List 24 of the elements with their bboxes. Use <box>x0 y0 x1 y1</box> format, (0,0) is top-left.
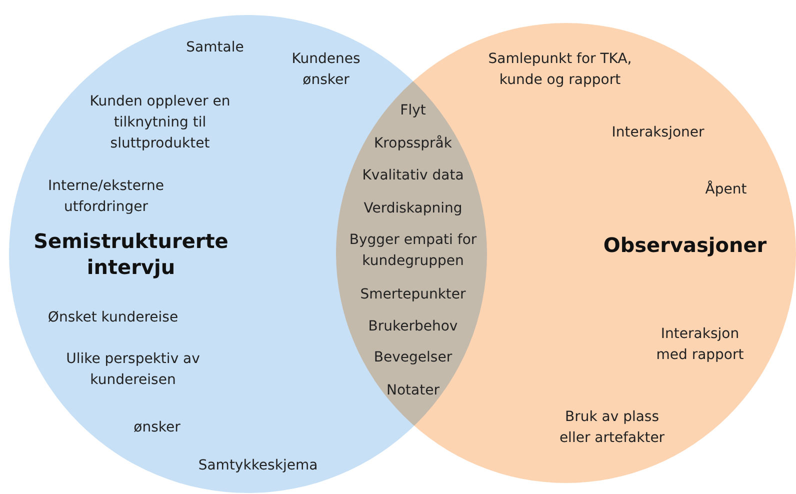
set-item: Bygger empati for kundegruppen <box>348 231 478 271</box>
set-item: Interaksjon med rapport <box>655 325 745 365</box>
set-heading: Semistrukturerte intervju <box>32 228 230 280</box>
set-item: Interne/eksterne utfordringer <box>47 177 165 217</box>
set-item: Kvalitativ data <box>362 166 464 186</box>
set-item: Ulike perspektiv av kundereisen <box>66 350 200 390</box>
set-item: Samlepunkt for TKA, kunde og rapport <box>487 50 633 90</box>
set-item: Samtykkeskjema <box>198 456 318 476</box>
set-item: Verdiskapning <box>364 200 462 218</box>
set-item: Brukerbehov <box>368 318 458 336</box>
set-item: Bevegelser <box>374 348 452 368</box>
set-item: Åpent <box>705 180 747 200</box>
set-item: Bruk av plass eller artefakter <box>558 408 666 448</box>
set-item: Kunden opplever en tilknytning til sluttproduktet <box>88 92 232 154</box>
set-item: Kundenes ønsker <box>290 50 362 90</box>
set-heading: Observasjoner <box>602 232 768 258</box>
set-item: Interaksjoner <box>612 124 704 142</box>
set-item: Kropsspråk <box>374 134 452 154</box>
set-item: Samtale <box>186 38 244 58</box>
set-item: Flyt <box>400 102 426 120</box>
set-item: Ønsket kundereise <box>48 308 178 328</box>
set-item: ønsker <box>132 418 182 438</box>
set-item: Notater <box>386 382 440 400</box>
set-item: Smertepunkter <box>360 286 466 304</box>
